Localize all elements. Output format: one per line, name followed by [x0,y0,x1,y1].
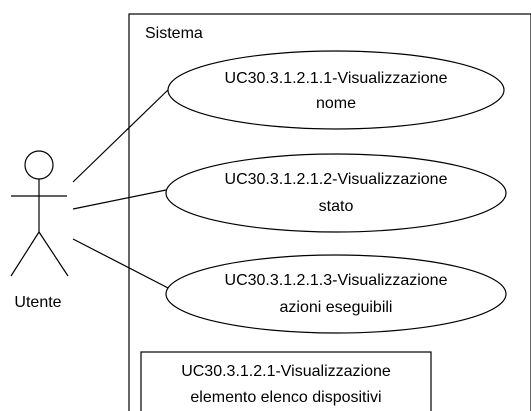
use-case-3[interactable]: UC30.3.1.2.1.3-Visualizzazione azioni es… [165,254,507,334]
association-line-3 [72,238,173,291]
use-case-2-ellipse [165,153,507,233]
use-case-1-ellipse [167,50,505,130]
use-case-1-subtitle: nome [316,95,356,112]
system-label: Sistema [145,25,203,42]
parent-use-case-subtitle: elemento elenco dispositivi [190,389,381,406]
use-case-3-subtitle: azioni eseguibili [280,299,393,316]
system-boundary [128,13,531,411]
actor-label: Utente [14,294,61,311]
use-case-2[interactable]: UC30.3.1.2.1.2-Visualizzazione stato [165,153,507,233]
parent-use-case-title: UC30.3.1.2.1-Visualizzazione [181,363,391,380]
use-case-2-subtitle: stato [319,198,354,215]
use-case-1-title: UC30.3.1.2.1.1-Visualizzazione [225,70,448,87]
association-line-1 [72,87,171,183]
use-case-3-ellipse [165,254,507,334]
actor-right-leg [38,231,69,277]
use-case-1[interactable]: UC30.3.1.2.1.1-Visualizzazione nome [167,50,505,130]
parent-use-case-box: UC30.3.1.2.1-Visualizzazione elemento el… [140,351,432,411]
use-case-3-title: UC30.3.1.2.1.3-Visualizzazione [225,272,448,289]
actor-utente [10,150,69,277]
association-line-2 [72,189,167,210]
parent-use-case-frame [140,351,432,411]
use-case-2-title: UC30.3.1.2.1.2-Visualizzazione [225,171,448,188]
actor-head [24,150,54,180]
actor-left-leg [10,231,40,277]
